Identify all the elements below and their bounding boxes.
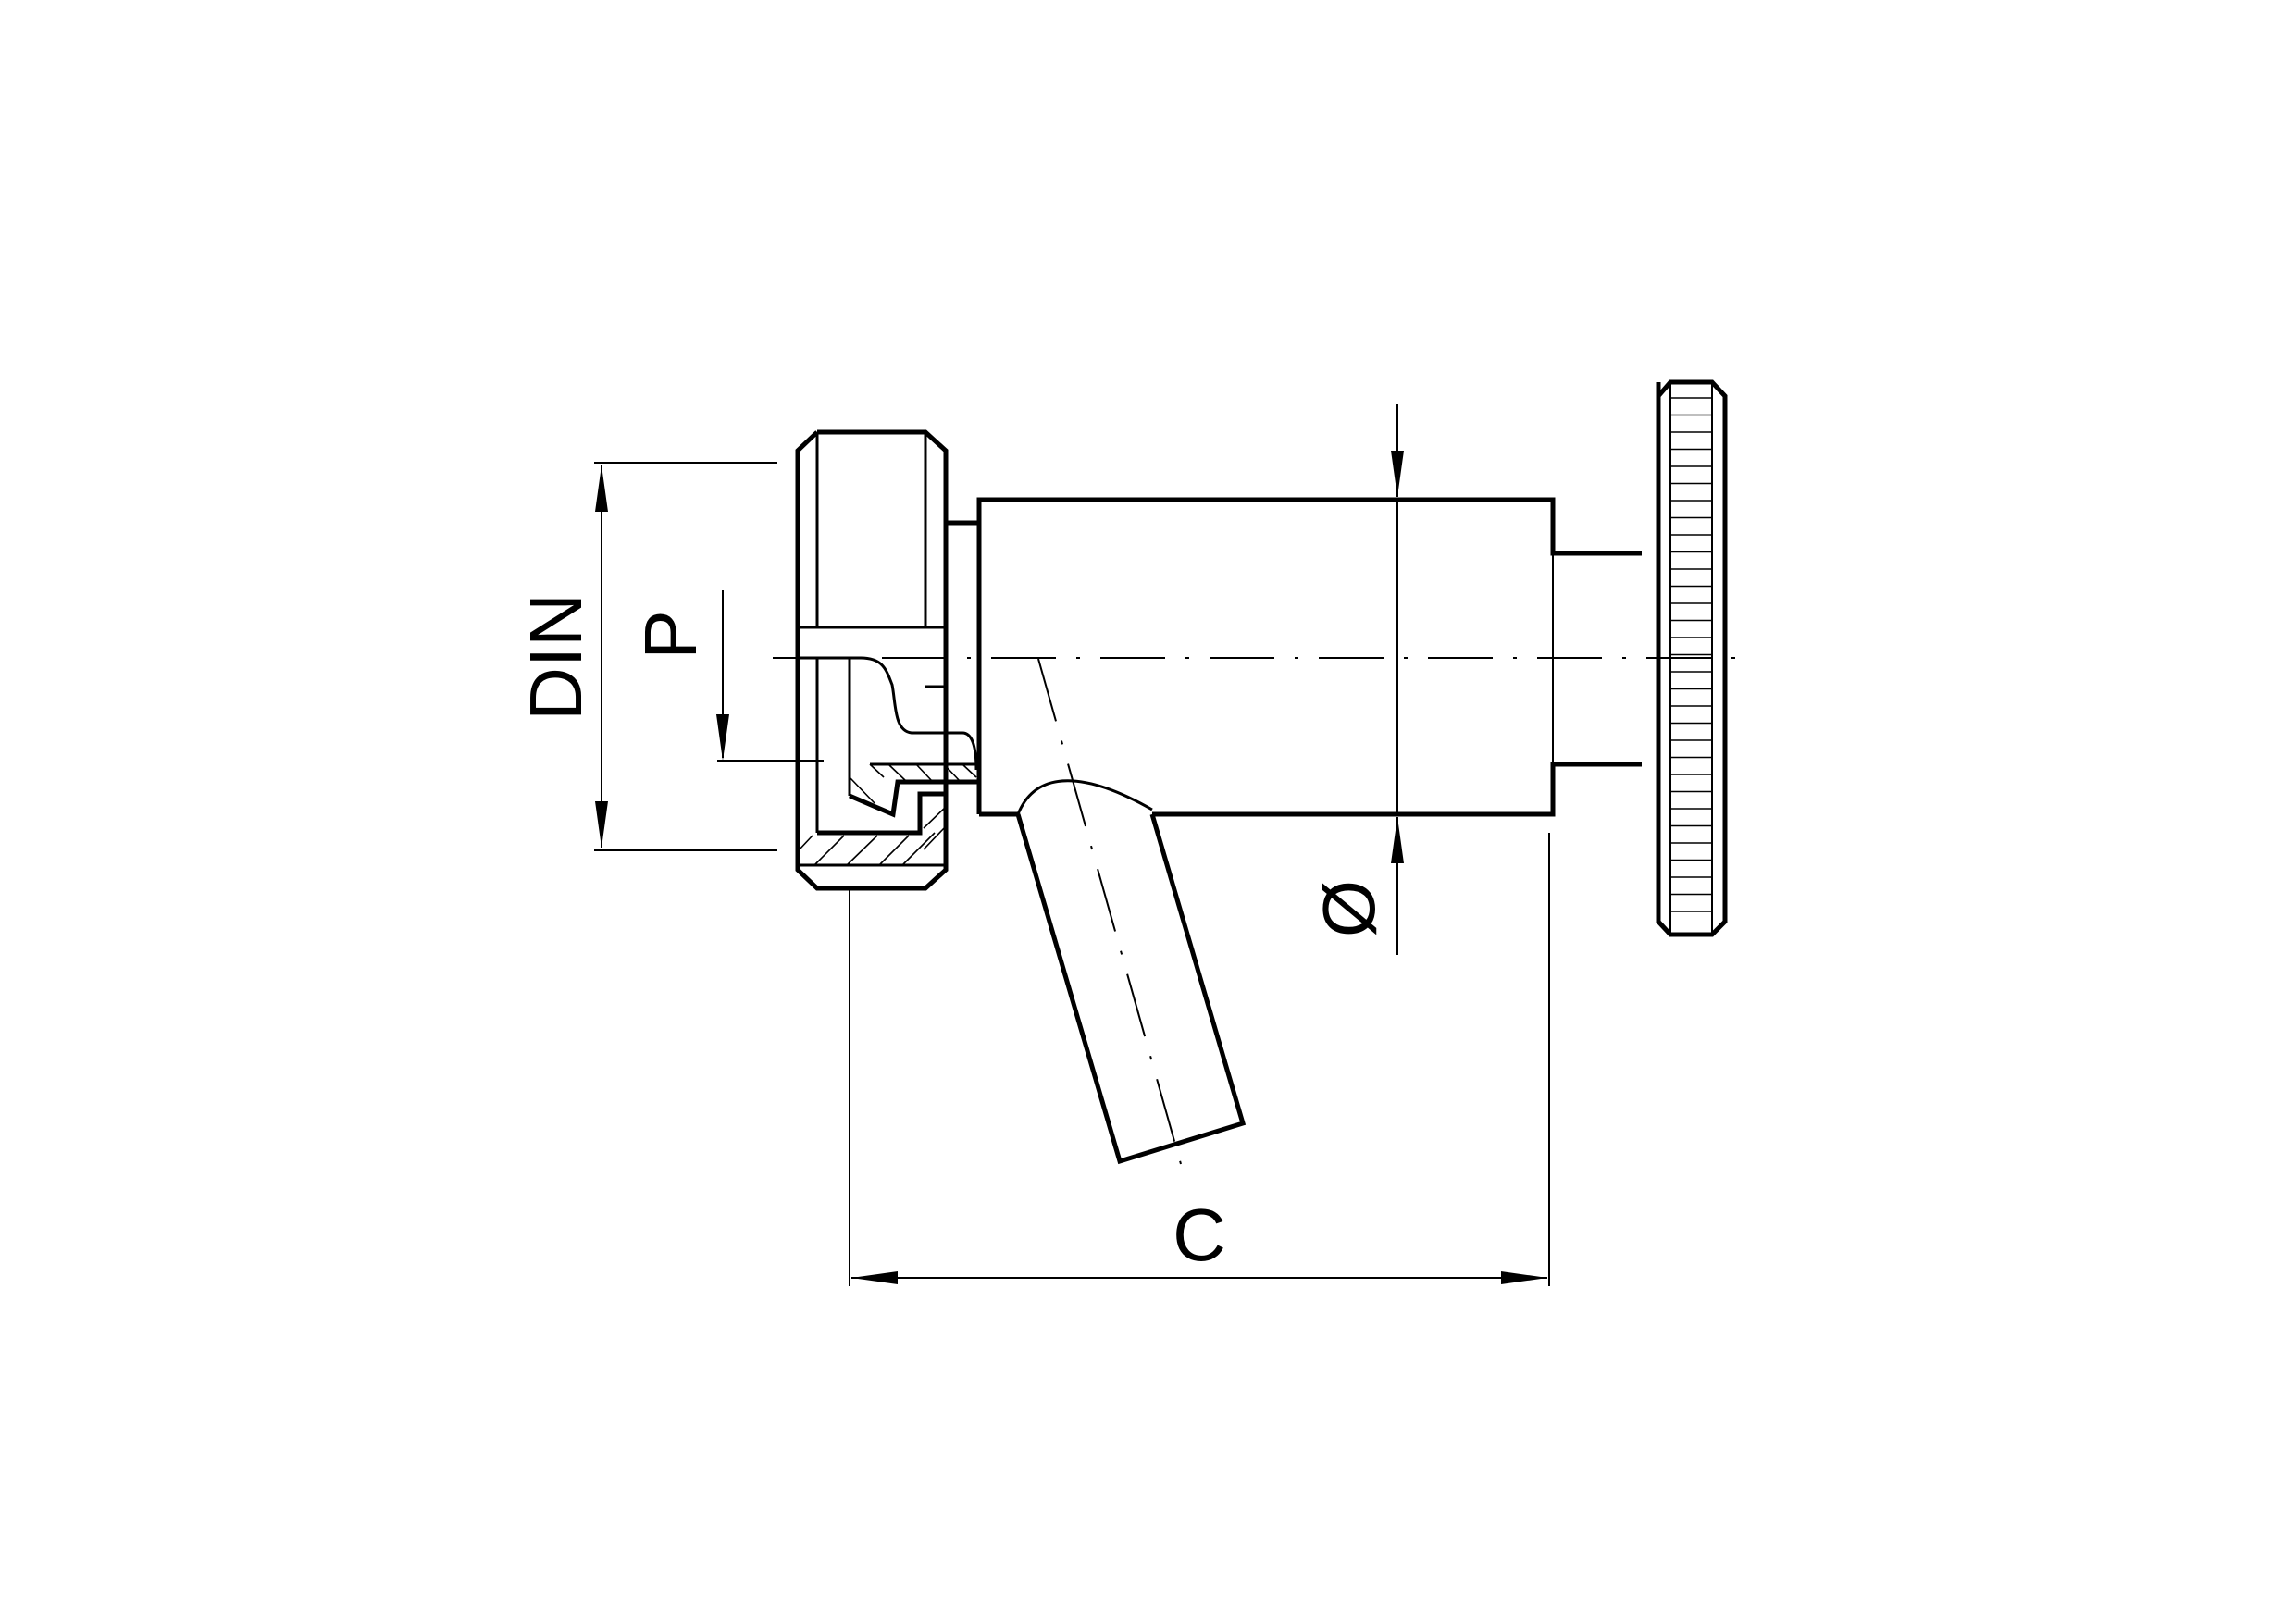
- diameter-arrow-top: [1391, 451, 1404, 497]
- hatch-line: [797, 835, 813, 852]
- din-arrow-top: [595, 465, 608, 512]
- section-seat: [849, 779, 979, 818]
- center-lines: [773, 657, 1749, 1165]
- p-arrow: [716, 714, 729, 761]
- section-profile: [798, 656, 978, 771]
- diameter-label: Ø: [1308, 880, 1390, 937]
- handwheel-outline: [1656, 379, 1728, 937]
- hatch-line: [923, 806, 947, 829]
- knurl-lines: [1670, 397, 1712, 912]
- section-lower-step: [817, 791, 949, 870]
- spout-axis-centerline: [1037, 658, 1182, 1165]
- din-arrow-bottom: [595, 801, 608, 848]
- spout-top-curve: [1016, 779, 1153, 815]
- hatch-line: [901, 832, 936, 866]
- section-hatching: [797, 763, 977, 866]
- hatch-line: [915, 763, 934, 783]
- hatch-line: [878, 835, 910, 866]
- hatch-line: [869, 763, 885, 778]
- p-label: P: [629, 610, 712, 659]
- c-arrow-left: [851, 1271, 898, 1284]
- din-label: DIN: [515, 593, 597, 721]
- c-label: C: [1173, 1194, 1226, 1276]
- dimensions: DIN P Ø C: [515, 404, 1550, 1286]
- hatch-line: [923, 825, 947, 850]
- hatch-line: [849, 776, 875, 804]
- hatch-line: [943, 763, 962, 783]
- hatch-line: [813, 835, 845, 866]
- hex-nut-outline: [817, 429, 1642, 556]
- hatch-line: [846, 835, 878, 866]
- c-arrow-right: [1501, 1271, 1547, 1284]
- spout-outline: [1015, 813, 1247, 1165]
- hatch-line: [887, 763, 908, 783]
- diameter-arrow-bottom: [1391, 817, 1404, 863]
- hatch-line: [962, 763, 977, 778]
- valve-body: [795, 379, 1728, 1165]
